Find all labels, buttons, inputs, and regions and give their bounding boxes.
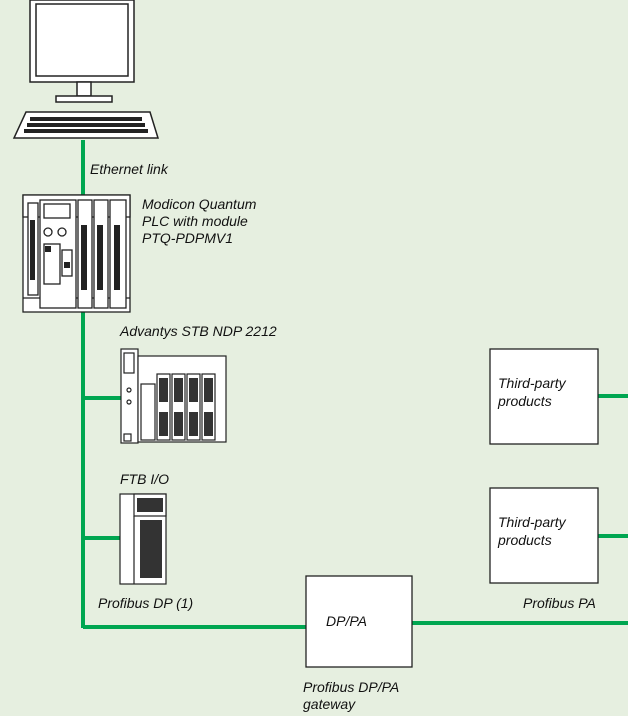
- plc-label-line2: PLC with module: [142, 212, 248, 230]
- third-party-2-text-line2: products: [498, 531, 552, 549]
- profibus-dp-label: Profibus DP (1): [98, 594, 193, 612]
- third-party-1-text-line1: Third-party: [498, 374, 566, 392]
- ethernet-link-label: Ethernet link: [90, 160, 168, 178]
- ftb-connectors: [137, 498, 163, 578]
- plc-rack-icon: [23, 195, 130, 312]
- advantys-label: Advantys STB NDP 2212: [120, 322, 277, 340]
- profibus-pa-label: Profibus PA: [523, 594, 596, 612]
- plc-label-line1: Modicon Quantum: [142, 195, 256, 213]
- plc-label-line3: PTQ-PDPMV1: [142, 229, 233, 247]
- advantys-stb-icon: [121, 349, 226, 443]
- third-party-2-text-line1: Third-party: [498, 513, 566, 531]
- gateway-label-line2: gateway: [303, 695, 355, 713]
- dp-pa-text: DP/PA: [326, 612, 367, 630]
- ftb-label: FTB I/O: [120, 470, 169, 488]
- keyboard-keys: [24, 117, 148, 133]
- ftb-io-icon: [120, 494, 166, 584]
- workstation-icon: [14, 0, 158, 138]
- third-party-1-text-line2: products: [498, 392, 552, 410]
- gateway-label-line1: Profibus DP/PA: [303, 678, 399, 696]
